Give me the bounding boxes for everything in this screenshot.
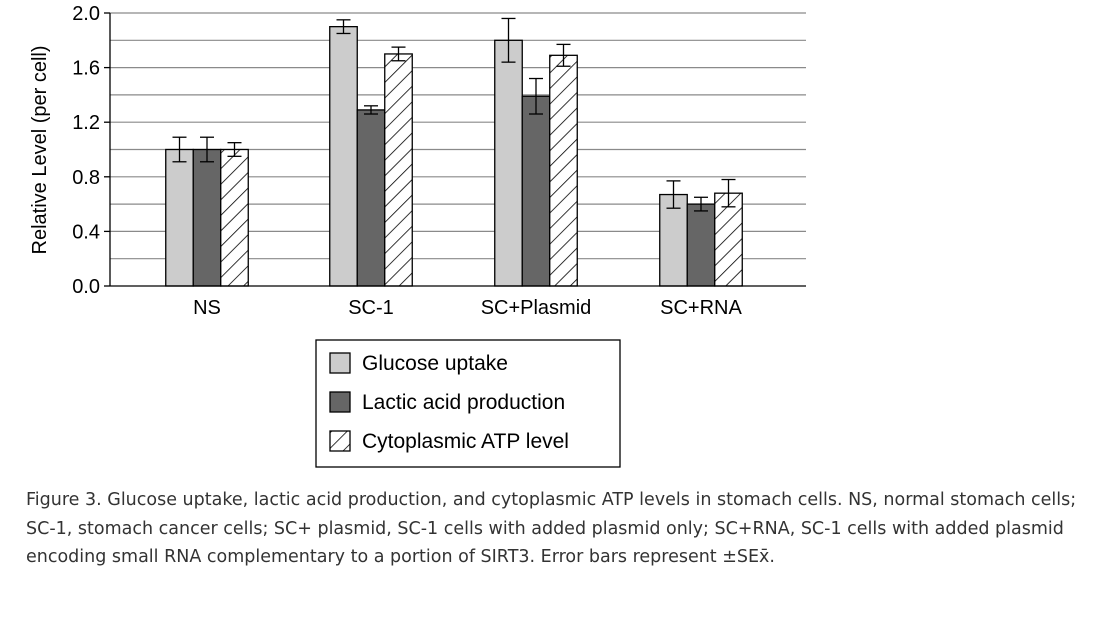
legend-swatch xyxy=(329,352,351,374)
bars xyxy=(165,17,743,287)
x-tick-label: SC-1 xyxy=(348,297,394,319)
bar xyxy=(165,148,194,287)
bar xyxy=(220,148,249,287)
legend-label: Glucose uptake xyxy=(362,352,508,375)
y-axis-title: Relative Level (per cell) xyxy=(29,46,51,255)
y-tick-label: 1.6 xyxy=(72,58,100,80)
x-tick-label: SC+Plasmid xyxy=(481,297,592,319)
y-tick-label: 0.4 xyxy=(72,221,100,243)
x-tick-label: SC+RNA xyxy=(660,297,742,319)
bar xyxy=(192,148,222,287)
figure-caption: Figure 3. Glucose uptake, lactic acid pr… xyxy=(26,490,1077,567)
bar xyxy=(686,203,716,287)
y-tick-label: 0.8 xyxy=(72,167,100,189)
legend-swatch xyxy=(329,391,351,413)
legend-swatch xyxy=(329,430,351,452)
bar-chart: 0.0 0.4 0.8 1.2 1.6 2.0NS SC-1 SC+Plasmid SC+RNA… xyxy=(29,3,806,468)
legend-label: Cytoplasmic ATP level xyxy=(362,430,569,453)
x-tick-label: NS xyxy=(193,297,221,319)
bar xyxy=(494,39,523,287)
y-tick-label: 2.0 xyxy=(72,3,100,25)
bar xyxy=(329,25,358,287)
legend-box xyxy=(315,339,621,468)
bar xyxy=(356,109,386,287)
y-tick-label: 1.2 xyxy=(72,112,100,134)
bar xyxy=(714,192,743,287)
legend-label: Lactic acid production xyxy=(362,391,565,414)
bar xyxy=(384,53,413,287)
bar xyxy=(549,54,578,287)
bar xyxy=(521,95,551,287)
y-tick-label: 0.0 xyxy=(72,276,100,298)
axes: 0.0 0.4 0.8 1.2 1.6 2.0NS SC-1 SC+Plasmid SC+RNA xyxy=(72,3,806,319)
